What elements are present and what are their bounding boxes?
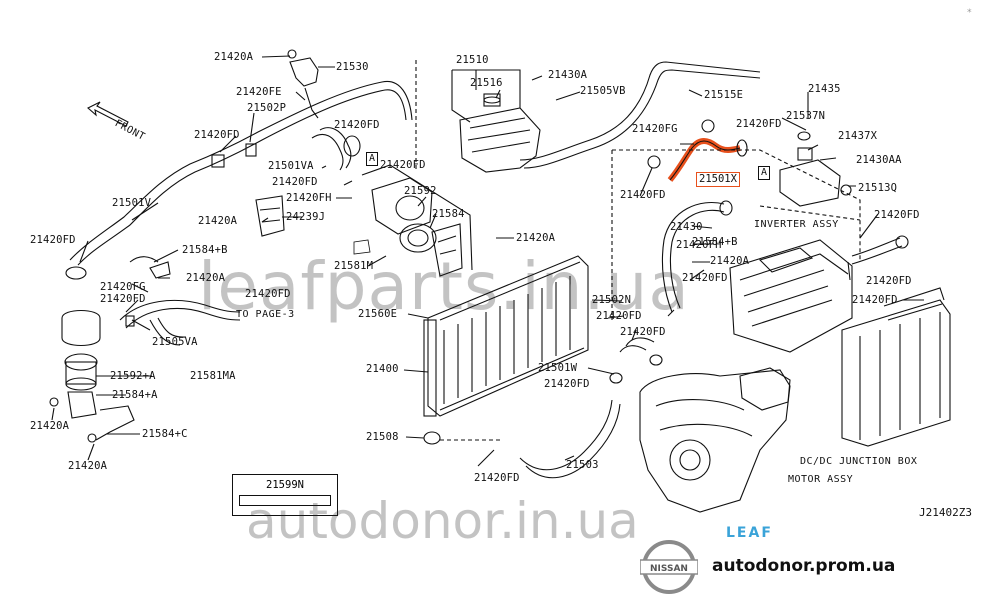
diagram-code: J21402Z3	[919, 506, 972, 519]
label-21560e: 21560E	[358, 308, 398, 320]
label-21420fd: 21420FD	[334, 119, 380, 131]
label-21513q: 21420FD	[874, 209, 920, 221]
parts-box-label: 21599N	[266, 479, 304, 491]
label-21420fe: 21420FE	[236, 86, 282, 98]
label-21503: 21503	[566, 459, 599, 471]
label-21581m: 21581M	[334, 260, 374, 272]
nissan-logo-text: NISSAN	[650, 564, 688, 574]
label-21430aa: 21513Q	[858, 182, 898, 194]
radiator-21400	[427, 255, 589, 417]
label-21420fd: 21420FD	[30, 234, 76, 246]
label-21501va: 21501VA	[268, 160, 314, 172]
label-21435: 21537N	[786, 110, 826, 122]
label-21420fd: 21420FD	[194, 129, 240, 141]
label-21420a: 21420A	[214, 51, 254, 63]
label-21592a: 21592+A	[110, 370, 156, 382]
label-21420a: 21420FD	[682, 272, 728, 284]
label-24239j: 24239J	[286, 211, 326, 223]
label-21584b: 21584+B	[182, 244, 228, 256]
to-page-label: TO PAGE-3	[236, 309, 295, 320]
label-21430a: 21430A	[548, 69, 588, 81]
label-21420fd: 21420FD	[100, 293, 146, 305]
label-21400: 21400	[366, 363, 399, 375]
hose-21501v	[77, 89, 407, 266]
label-21420fd: 21420FD	[380, 159, 426, 171]
label-21508: 21508	[366, 431, 399, 443]
label-21430: 21435	[808, 83, 841, 95]
motor-callout: MOTOR ASSY	[788, 474, 854, 485]
label-21516: 21516	[470, 77, 503, 89]
label-21420fd: 21420FD	[544, 378, 590, 390]
label-21420a: 21420A	[198, 215, 238, 227]
label-21420fd: 21420FD	[620, 189, 666, 201]
label-21437x: 21430AA	[856, 154, 902, 166]
corner-mark: *	[966, 8, 972, 18]
leaf-brand: LEAF	[726, 525, 773, 541]
label-21581ma: 21581MA	[190, 370, 236, 382]
label-21420fh: 21584+B	[692, 236, 738, 248]
inverter-assy	[729, 239, 853, 353]
watermark-secondary: autodonor.in.ua	[246, 492, 639, 550]
label-21420fd: 21420FD	[245, 288, 291, 300]
site-link[interactable]: autodonor.prom.ua	[712, 556, 896, 576]
label-21505va: 21505VA	[152, 336, 198, 348]
label-21537n: 21437X	[838, 130, 878, 142]
label-21502n: 21502N	[592, 294, 632, 306]
motor-assy	[639, 369, 791, 513]
reservoir-21510	[459, 107, 541, 173]
label-21420fd: 21420FD	[272, 176, 318, 188]
dcdc-callout: DC/DC JUNCTION BOX	[800, 456, 918, 467]
label-21420a: 21420A	[516, 232, 556, 244]
label-21501x-highlighted[interactable]: 21501X	[696, 172, 740, 187]
label-21501v: 21501V	[112, 197, 152, 209]
label-21420fd: 21420FD	[474, 472, 520, 484]
parts-box-inner	[239, 495, 331, 506]
label-21420fd: 21420FD	[620, 326, 666, 338]
tag-a: A	[366, 152, 379, 166]
parts-box-21599n: 21599N	[232, 474, 338, 516]
label-21420a: 21420A	[68, 460, 108, 472]
label-21584: 21584	[432, 208, 465, 220]
inverter-callout: INVERTER ASSY	[754, 219, 839, 230]
watermark-main: leafparts.in.ua	[198, 248, 690, 325]
label-21420fg: 21420FG	[100, 281, 146, 293]
nissan-logo-icon: NISSAN	[640, 540, 698, 594]
label-21510: 21510	[456, 54, 489, 66]
label-21502p: 21502P	[247, 102, 287, 114]
label-21420fd: 21420FD	[852, 294, 898, 306]
label-21420fd: 21420FD	[736, 118, 782, 130]
label-21420fd: 21420FH	[676, 239, 722, 251]
label-21584c: 21584+C	[142, 428, 188, 440]
label-21420fd: 21420FD	[596, 310, 642, 322]
tag-a: A	[758, 166, 771, 180]
label-21584b: 21420A	[710, 255, 750, 267]
label-21584a: 21584+A	[112, 389, 158, 401]
label-21592: 21592	[404, 185, 437, 197]
label-21505vb: 21505VB	[580, 85, 626, 97]
label-21420fd: 21430	[670, 221, 703, 233]
label-21420fh: 21420FH	[286, 192, 332, 204]
label-21420fg: 21420FG	[632, 123, 678, 135]
front-arrow	[87, 101, 129, 127]
label-21530: 21530	[336, 61, 369, 73]
label-21501w: 21501W	[538, 362, 578, 374]
label-21515e: 21515E	[704, 89, 744, 101]
dcdc-junction-box	[841, 299, 951, 447]
label-21420fd: 21420FD	[866, 275, 912, 287]
label-21420a: 21420A	[30, 420, 70, 432]
label-21420a: 21420A	[186, 272, 226, 284]
